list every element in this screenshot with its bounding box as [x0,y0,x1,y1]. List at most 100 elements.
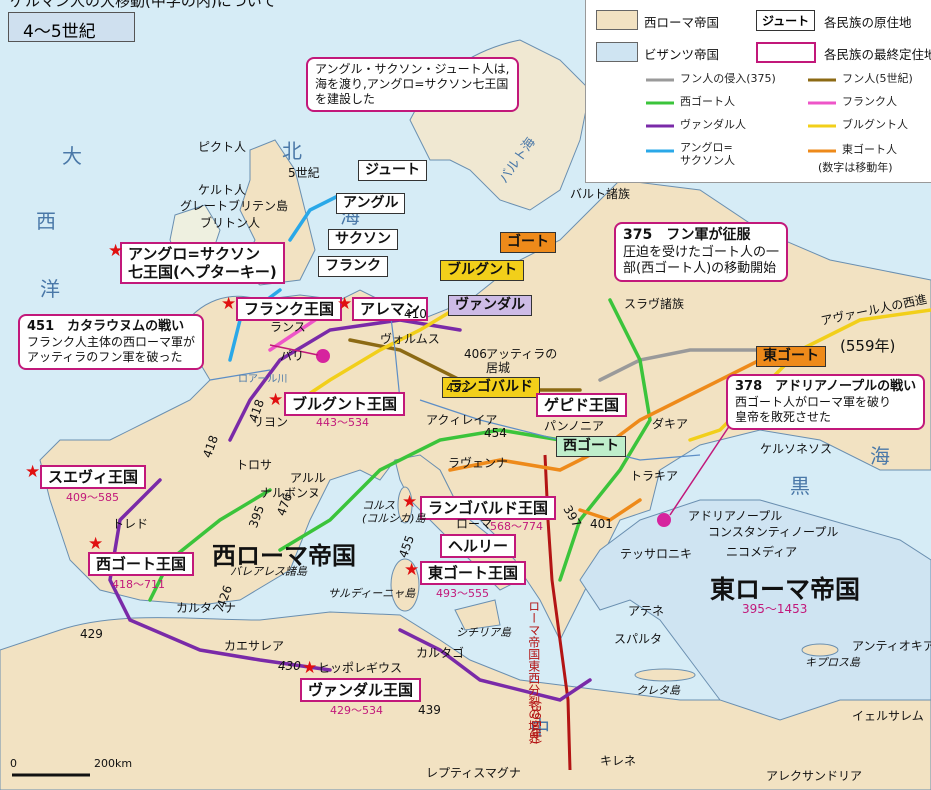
arrow-vandal-3 [398,628,592,702]
legend-note: (数字は移動年) [818,161,893,174]
place-cyrene: キレネ [600,754,637,768]
year-401: 401 [590,517,613,531]
place-sardinia: サルディーニャ島 [328,587,416,600]
kingdom-lombard-years: 568～774 [490,520,543,533]
legend-swatch-west-roman [596,10,638,30]
place-athens: アテネ [628,604,665,618]
year-429: 429 [80,627,103,641]
arrow-anglosaxon-1 [288,193,342,242]
arrow-vandal-2 [108,478,332,672]
place-toulouse: トロサ [236,458,273,472]
legend-arrow-visigoth: 西ゴート人 [680,95,735,108]
place-boundary: ローマ帝国東西分裂の境界 [526,600,541,744]
place-corsica: コルス (コルシカ)島 [362,499,426,525]
place-britain: グレートブリテン島 [180,199,289,213]
river-rhine [389,309,401,401]
tribe-lombard: ランゴバルド [442,377,540,398]
kingdom-visigoth: 西ゴート王国 [88,552,195,576]
place-dacia: ダキア [652,417,689,431]
arrow-visigoth-1 [558,298,652,582]
legend: 西ローマ帝国 ジュート 各民族の原住地 ビザンツ帝国 各民族の最終定住地 フン人… [585,0,931,183]
place-constantinople: コンスタンティノープル [708,525,839,539]
kingdom-vandal-years: 429～534 [330,704,383,717]
island-cyprus [801,643,839,657]
tribe-vandal: ヴァンダル [448,295,532,316]
star-icon-visigoth: ★ [88,534,104,554]
place-loire: ロアール川 [238,374,288,385]
year-454: 454 [484,426,507,440]
kingdom-anglo-saxon: アングロ=サクソン 七王国(ヘプターキー) [120,242,285,284]
place-hippo: ヒッポレギウス [318,661,403,675]
place-worms: ヴォルムス [380,332,440,346]
place-rance: ランス [270,320,306,334]
legend-arrow-ostrogoth: 東ゴート人 [842,143,897,156]
year-410: 410 [404,307,427,321]
place-nicomedia: ニコメディア [726,545,798,559]
island-sardinia [390,558,420,612]
place-avar-year: (559年) [840,337,896,355]
place-crete: クレタ島 [636,684,680,697]
kingdom-alemanni: アレマン [352,297,429,321]
place-sicily: シチリア島 [456,626,511,639]
place-lyon: リヨン [252,415,289,429]
legend-arrow-burgund: ブルグント人 [842,118,908,131]
legend-label-west-roman: 西ローマ帝国 [644,15,720,30]
place-pict: ピクト人 [198,140,247,154]
star-icon-suevi: ★ [25,462,41,482]
sea-black-1: 黒 [790,474,810,498]
island-crete [634,668,696,682]
kingdom-suevi: スエヴィ王国 [40,465,147,489]
callout-line-adrianople [669,424,731,516]
star-icon-alemanni: ★ [337,294,353,314]
arrow-vandal-1 [228,318,462,442]
place-slav: スラヴ諸族 [624,297,685,311]
place-adrianople: アドリアノープル [688,509,783,523]
place-briton: ブリトン人 [200,216,261,230]
scale-zero: 0 [10,757,17,770]
arrow-ostrogoth-2 [578,498,642,522]
note-adrianople: 378 アドリアノープルの戦い 西ゴート人がローマ軍を破り 皇帝を敗死させた [726,374,926,431]
sea-big: 大 [62,144,82,168]
sea-north: 北 [282,139,302,163]
note-adrianople-body: 西ゴート人がローマ軍を破り 皇帝を敗死させた [735,395,892,425]
island-corsica [397,486,413,524]
place-toledo: トレド [112,517,149,531]
sea-yo: 洋 [40,277,60,301]
legend-label-final: 各民族の最終定住地 [824,47,931,62]
kingdom-ostrogoth: 東ゴート王国 [420,561,527,585]
river-loire [209,369,271,381]
kingdom-gepid: ゲピド王国 [536,393,628,417]
kingdom-lombard: ランゴバルド王国 [420,496,557,520]
place-rome: ローマ [456,517,493,531]
legend-arrow-frank: フランク人 [842,95,897,108]
kingdom-frank: フランク王国 [236,297,343,321]
star-icon-lombard: ★ [402,492,418,512]
tribe-jute: ジュート [358,160,428,181]
region-east-roman-years: 395～1453 [742,602,808,616]
tribe-angle: アングル [336,193,406,214]
place-cartagena: カルタヘナ [176,601,237,615]
tribe-west-goth: 西ゴート [556,436,626,457]
region-byzantine [579,499,931,721]
place-cyprus: キプロス島 [805,656,860,669]
scale-label: 200km [94,757,133,770]
place-carthage: カルタゴ [416,646,465,660]
note-anglosaxon: アングル・サクソン・ジュート人は, 海を渡り,アングロ=サクソン七王国 を建設し… [306,57,519,112]
legend-final-box [756,42,816,63]
note-hun-body: 圧迫を受けたゴート人の一 部(西ゴート人)の移動開始 [623,244,780,276]
legend-arrow-vandal: ヴァンダル人 [680,118,746,131]
place-narbonne: ナルボンヌ [260,486,321,500]
legend-arrow-anglosaxon: アングロ= サクソン人 [680,141,735,167]
place-balearic: バレアレス諸島 [230,565,307,578]
legend-arrows [646,78,836,153]
legend-label-origin: 各民族の原住地 [824,15,912,30]
star-icon-ostrogoth: ★ [404,560,420,580]
legend-label-byzantine: ビザンツ帝国 [644,47,720,62]
battle-marker-adrianople [657,513,671,527]
place-thessaloniki: テッサロニキ [620,547,693,561]
legend-swatch-byzantine [596,42,638,62]
place-celt: ケルト人 [198,183,247,197]
place-boundary-year: (395年) [528,700,543,745]
tribe-goth: ゴート [500,232,556,253]
